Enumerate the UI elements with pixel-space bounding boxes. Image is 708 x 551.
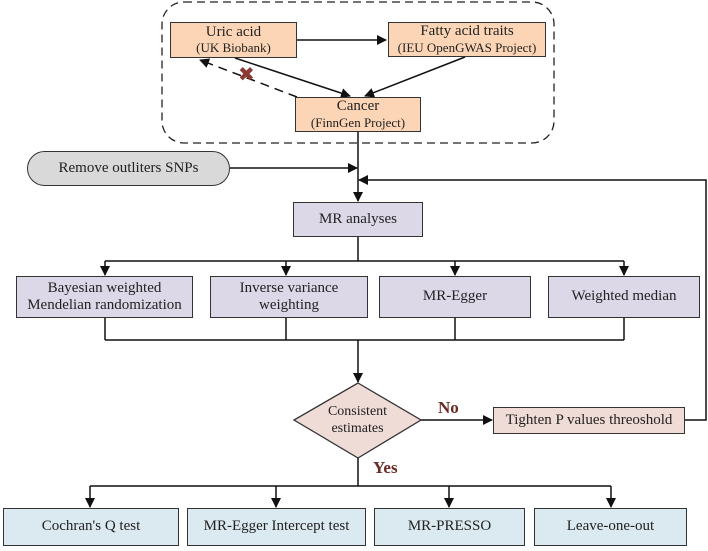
outcome-box: Cancer (FinnGen Project) [295,97,421,132]
mediator-source: (IEU OpenGWAS Project) [397,39,537,55]
test-box-egger-intercept: MR-Egger Intercept test [187,508,366,546]
arrow-exposure-to-outcome [234,57,351,98]
mr-analyses-label: MR analyses [319,210,397,227]
method-label-line2: weighting [259,297,319,313]
test-box-mr-presso: MR-PRESSO [374,508,525,546]
feedback-loop-line [358,175,707,421]
test-box-cochran-q: Cochran's Q test [3,508,179,546]
method-box-weighted-median: Weighted median [548,276,700,318]
method-box-ivw: Inverse variance weighting [210,276,368,318]
method-label-line1: MR-Egger [422,288,488,305]
method-label-line1: Inverse variance [239,279,339,296]
yes-branch-label: Yes [373,458,398,477]
test-label: Leave-one-out [566,518,655,535]
method-box-mr-egger: MR-Egger [379,276,531,318]
mr-analyses-box: MR analyses [293,202,423,237]
method-label-line2: Mendelian randomization [27,297,182,313]
no-reverse-causation-cross-icon: ✖ [238,62,255,86]
decision-label: Consistent estimates [294,383,421,458]
tighten-threshold-label: Tighten P values threoshold [505,411,673,428]
mediator-box: Fatty acid traits (IEU OpenGWAS Project) [388,22,546,57]
method-box-bwmr: Bayesian weighted Mendelian randomizatio… [16,276,193,318]
decision-label-line1: Consistent [327,403,388,419]
exposure-box: Uric acid (UK Biobank) [170,22,297,58]
outcome-title: Cancer [336,98,380,115]
arrow-mediator-to-outcome [364,56,466,98]
study-design-dashed-frame [161,1,555,144]
outcome-source: (FinnGen Project) [310,114,406,130]
decision-label-line2: estimates [331,420,384,436]
exposure-source: (UK Biobank) [196,40,271,56]
mediator-title: Fatty acid traits [420,23,514,40]
test-label: Cochran's Q test [41,518,141,535]
test-box-leave-one-out: Leave-one-out [534,508,687,546]
no-branch-label: No [438,398,459,417]
exposure-title: Uric acid [205,23,262,40]
remove-outliers-label: Remove outliters SNPs [58,159,199,176]
test-label: MR-Egger Intercept test [203,518,350,535]
test-label: MR-PRESSO [407,518,492,535]
remove-outliers-step: Remove outliters SNPs [27,151,230,186]
tighten-threshold-box: Tighten P values threoshold [493,407,685,434]
method-label-line1: Weighted median [571,288,677,305]
arrow-reverse-causation [199,58,298,98]
method-label-line1: Bayesian weighted [47,279,162,296]
